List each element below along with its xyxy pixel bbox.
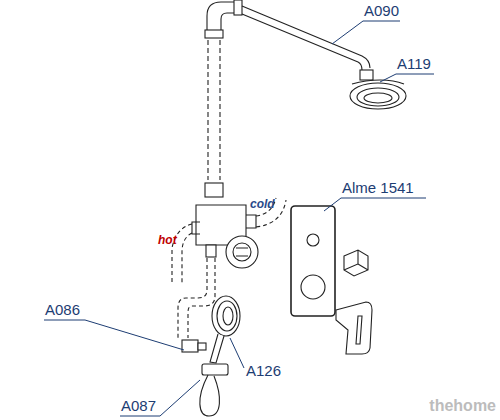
shower-arm bbox=[242, 6, 370, 70]
diverter-button bbox=[307, 234, 319, 246]
lever-adapter bbox=[344, 250, 368, 276]
hand-shower-nozzles bbox=[223, 307, 233, 325]
hand-shower-ring bbox=[217, 301, 237, 331]
shower-head bbox=[350, 83, 406, 109]
part-number: A090 bbox=[364, 2, 399, 20]
shower-hose bbox=[200, 375, 220, 416]
head-inner bbox=[357, 88, 399, 106]
arm-connector bbox=[360, 70, 373, 80]
leader-line bbox=[44, 320, 184, 350]
part-number: A086 bbox=[45, 301, 80, 319]
pipe-nut bbox=[205, 30, 223, 38]
valve-ports bbox=[192, 215, 256, 234]
valve-bottom-nut bbox=[206, 245, 216, 257]
wall-plate bbox=[291, 206, 335, 316]
outlet-pipe bbox=[178, 258, 215, 338]
leader-line bbox=[332, 21, 400, 44]
supply-label: cold bbox=[250, 197, 275, 211]
lever-socket bbox=[301, 275, 325, 299]
leader-line bbox=[120, 380, 200, 416]
riser-pipe bbox=[208, 40, 220, 180]
leader-line bbox=[380, 74, 434, 82]
leader-lines bbox=[44, 21, 434, 416]
hand-shower-handle bbox=[210, 334, 224, 363]
lever-groove bbox=[356, 316, 362, 344]
part-number: A126 bbox=[246, 362, 281, 380]
supply-label: hot bbox=[158, 233, 177, 247]
watermark: thehome bbox=[429, 397, 496, 415]
valve-cartridge bbox=[226, 236, 258, 268]
valve-top-nut bbox=[205, 183, 223, 197]
leader-line bbox=[230, 338, 244, 368]
cartridge-inner bbox=[233, 243, 251, 261]
shower-holder bbox=[202, 364, 228, 375]
part-number: A087 bbox=[121, 397, 156, 415]
elbow bbox=[207, 2, 234, 32]
part-number: A119 bbox=[397, 55, 431, 73]
elbow-nut bbox=[234, 0, 242, 15]
leader-line bbox=[324, 198, 426, 211]
outlet-spout bbox=[198, 343, 206, 350]
mixer-lever bbox=[336, 302, 372, 354]
head-nozzles bbox=[364, 93, 392, 103]
cartridge-mark bbox=[236, 248, 248, 256]
hand-shower-head bbox=[212, 296, 240, 336]
wall-outlet bbox=[182, 340, 198, 352]
part-number: Alme 1541 bbox=[342, 179, 414, 197]
